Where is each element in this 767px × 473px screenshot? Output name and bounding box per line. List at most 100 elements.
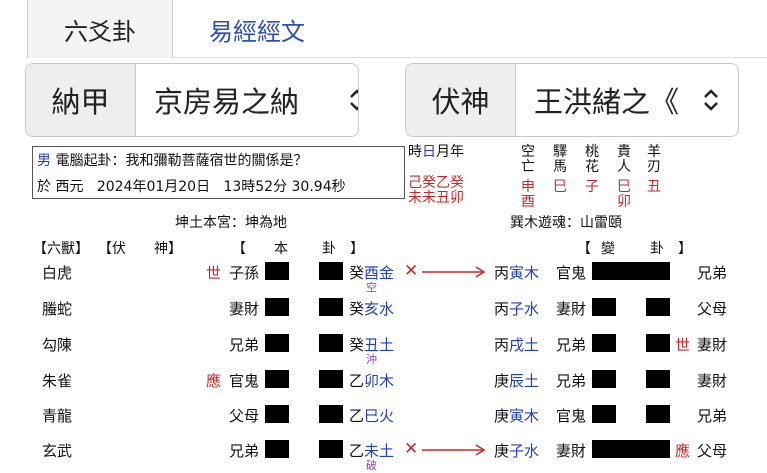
yin-line-segment [265, 440, 289, 458]
changed-ganzhi: 丙戌土 [494, 334, 539, 355]
element: 土 [379, 442, 395, 460]
chevron-updown-icon[interactable] [348, 88, 359, 112]
najia-ganzhi: 乙卯木 [349, 370, 394, 391]
table-row: 青龍父母乙巳火庚寅木官鬼兄弟 [0, 405, 767, 431]
beast-label: 玄武 [42, 442, 73, 460]
yin-line-segment [592, 405, 616, 423]
najia-value[interactable]: 京房易之納 [154, 85, 300, 119]
yin-line-segment [319, 262, 343, 280]
element: 木 [379, 372, 395, 390]
branch: 巳 [364, 407, 380, 425]
shensha-name: 貴 [617, 144, 631, 160]
najia-ganzhi: 乙未土 [349, 440, 394, 461]
changed-relation: 兄弟 [556, 372, 587, 390]
yin-line-segment [646, 334, 670, 352]
changed-branch: 寅 [509, 264, 525, 282]
table-row: 勾陳兄弟癸丑土沖丙戌土兄弟世妻財 [0, 334, 767, 366]
shensha-name: 桃 [585, 144, 599, 160]
pillar-stems: 己癸乙癸 [408, 175, 464, 191]
fushen-relation: 兄弟 [697, 407, 728, 425]
fushen-select[interactable]: 伏神 王洪緒之《 [405, 63, 739, 137]
changed-ganzhi: 庚寅木 [494, 405, 539, 426]
changed-stem: 丙 [494, 336, 510, 354]
table-row: 玄武兄弟乙未土破✕庚子水妻財應父母 [0, 439, 767, 472]
tab-yijing[interactable]: 易經經文 [209, 17, 305, 46]
changed-relation: 兄弟 [556, 336, 587, 354]
fushen-label: 伏神 [406, 64, 516, 136]
beast-label: 勾陳 [42, 336, 73, 354]
branch: 亥 [364, 300, 380, 318]
stem: 癸 [349, 336, 365, 354]
element: 水 [379, 300, 395, 318]
tab-liuyao[interactable]: 六爻卦 [27, 0, 173, 58]
yin-line-segment [319, 298, 343, 316]
shensha-value: 巳 [553, 179, 567, 195]
changed-relation: 妻財 [556, 300, 587, 318]
date-line: 於 西元 2024年01月20日 13時52分 30.94秒 [37, 176, 346, 196]
yang-line [592, 262, 670, 280]
header-liushou: 【六獸】 [33, 241, 89, 257]
pillar-header: 時日月年 [408, 144, 464, 160]
world-marker: 應 [206, 372, 222, 390]
header-bian-close: 】 [678, 241, 692, 257]
chevron-updown-icon[interactable] [702, 88, 720, 112]
changed-ganzhi: 丙子水 [494, 298, 539, 319]
yin-line-segment [592, 334, 616, 352]
tab-divider [172, 57, 767, 58]
stem: 癸 [349, 300, 365, 318]
header-bian-gua: 卦 [650, 241, 664, 257]
changed-stem: 庚 [494, 442, 510, 460]
fushen-relation: 妻財 [697, 372, 728, 390]
stem: 乙 [349, 372, 365, 390]
beast-label: 白虎 [42, 264, 73, 282]
change-arrow-icon [422, 266, 486, 278]
table-row: 白虎世子孫癸酉金空✕丙寅木官鬼兄弟 [0, 261, 767, 294]
moving-cross-icon: ✕ [404, 261, 419, 281]
beast-label: 朱雀 [42, 372, 73, 390]
najia-ganzhi: 癸亥水 [349, 298, 394, 319]
gender: 男 [37, 153, 51, 169]
branch: 未 [364, 442, 380, 460]
yin-line-segment [265, 298, 289, 316]
line-note: 破 [366, 459, 377, 472]
shensha-value: 酉 [521, 194, 535, 210]
branch: 卯 [364, 372, 380, 390]
palace-changed: 巽木遊魂：山雷頤 [510, 215, 622, 231]
changed-relation: 妻財 [556, 442, 587, 460]
shensha-value: 卯 [617, 194, 631, 210]
najia-ganzhi: 乙巳火 [349, 405, 394, 426]
najia-label: 納甲 [26, 64, 136, 136]
table-row: 朱雀應官鬼乙卯木庚辰土兄弟妻財 [0, 370, 767, 396]
divination-info-box: 男 電腦起卦：我和彌勒菩薩宿世的關係是？ 於 西元 2024年01月20日 13… [32, 146, 405, 199]
changed-relation: 官鬼 [556, 407, 587, 425]
element: 土 [379, 336, 395, 354]
palace-main: 坤土本宮：坤為地 [175, 215, 287, 231]
relation-label: 官鬼 [229, 372, 260, 390]
yin-line-segment [646, 405, 670, 423]
fushen-value[interactable]: 王洪緒之《 [534, 85, 680, 119]
yin-line-segment [646, 370, 670, 388]
najia-select[interactable]: 納甲 京房易之納 [25, 63, 359, 137]
changed-ganzhi: 庚子水 [494, 440, 539, 461]
changed-branch: 辰 [509, 372, 525, 390]
relation-label: 子孫 [229, 264, 260, 282]
changed-branch: 寅 [509, 407, 525, 425]
branch: 酉 [364, 264, 380, 282]
change-arrow-icon [422, 444, 486, 456]
changed-element: 水 [524, 300, 540, 318]
fushen-relation: 父母 [697, 300, 728, 318]
changed-marker: 應 [675, 442, 691, 460]
beast-label: 螣蛇 [42, 300, 73, 318]
najia-ganzhi: 癸丑土 [349, 334, 394, 355]
changed-stem: 庚 [494, 372, 510, 390]
shensha-name: 驛 [553, 144, 567, 160]
header-gua: 卦 [322, 241, 336, 257]
fushen-relation: 父母 [697, 442, 728, 460]
relation-label: 妻財 [229, 300, 260, 318]
question: 電腦起卦：我和彌勒菩薩宿世的關係是？ [55, 153, 308, 169]
branch: 丑 [364, 336, 380, 354]
stem: 乙 [349, 407, 365, 425]
header-bian: 變 [601, 241, 615, 257]
shensha-name: 花 [585, 159, 599, 175]
yin-line-segment [319, 334, 343, 352]
